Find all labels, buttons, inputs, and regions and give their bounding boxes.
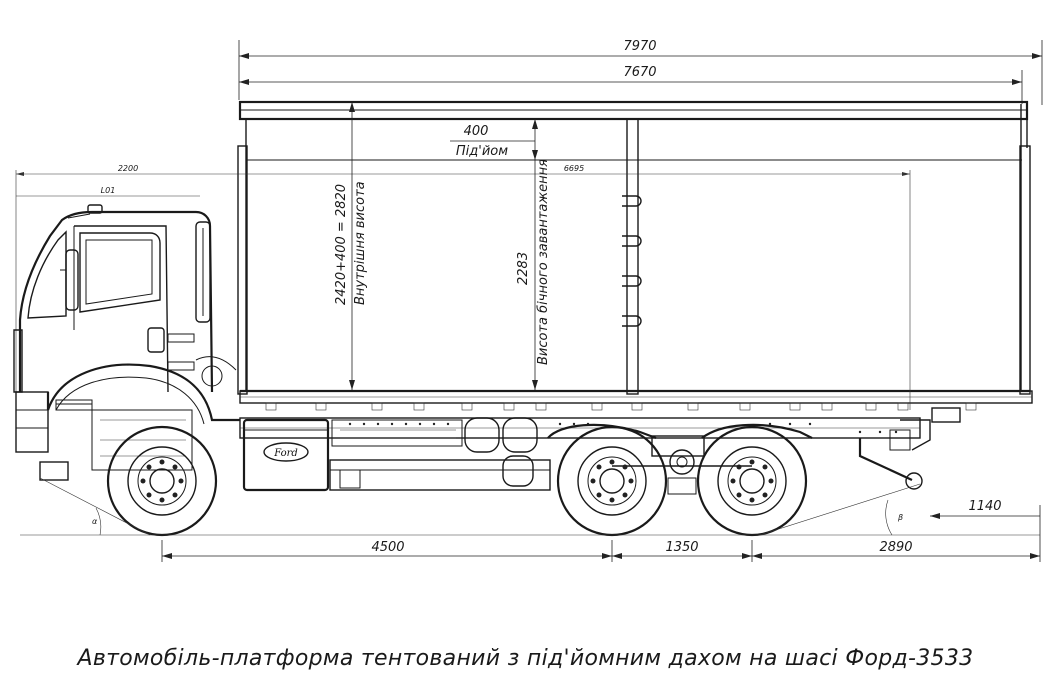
post-latches bbox=[622, 195, 642, 327]
stake-pockets bbox=[265, 402, 977, 411]
roof-lift-value: 400 bbox=[464, 124, 489, 139]
front-wheel bbox=[106, 425, 218, 537]
frame-rivets bbox=[348, 422, 898, 434]
side-height-value: 2283 bbox=[516, 252, 531, 285]
dimension-rear-height: 1140 bbox=[930, 499, 1040, 519]
inner-height-label: Внутрішня висота bbox=[353, 181, 368, 305]
rear-wheel-2 bbox=[696, 425, 808, 537]
inner-height-value: 2420+400 = 2820 bbox=[334, 184, 349, 305]
rear-height-label: 1140 bbox=[968, 499, 1001, 514]
dimension-body-length: 7670 bbox=[239, 65, 1023, 104]
front-angle-label: α bbox=[92, 517, 98, 526]
dimension-overall-length: 7970 bbox=[238, 39, 1043, 105]
truck-cab bbox=[13, 204, 240, 481]
cargo-body bbox=[237, 100, 1033, 411]
cab-label: L01 bbox=[101, 186, 116, 195]
rear-angle-label: β bbox=[897, 513, 903, 522]
cab-to-axle-label: 2200 bbox=[118, 164, 138, 173]
rear-wheel-1 bbox=[556, 425, 668, 537]
chassis-frame: Ford bbox=[239, 407, 961, 495]
drawing-caption: Автомобіль-платформа тентований з під'йо… bbox=[77, 646, 974, 671]
tandem-label: 1350 bbox=[665, 540, 698, 555]
body-length-label: 7670 bbox=[623, 65, 656, 80]
dimension-side-height: 2283 Висота бічного завантаження bbox=[516, 159, 551, 390]
roof-lift-label: Під'йом bbox=[456, 144, 508, 159]
air-tanks bbox=[464, 417, 538, 487]
dimension-bottom-chain: 4500 1350 2890 bbox=[161, 505, 1041, 562]
ford-logo: Ford bbox=[273, 448, 298, 459]
platform-length-label: 6695 bbox=[564, 164, 584, 173]
wheelbase-label: 4500 bbox=[371, 540, 404, 555]
dimension-roof-lift: 400 Під'йом bbox=[450, 119, 538, 160]
dimension-inner-height: 2420+400 = 2820 Внутрішня висота bbox=[334, 102, 368, 390]
rear-overhang-label: 2890 bbox=[879, 540, 912, 555]
overall-length-label: 7970 bbox=[623, 39, 656, 54]
dimension-reference-lines: 2200 L01 6695 bbox=[15, 164, 911, 420]
ground-and-angles: α β bbox=[20, 477, 1040, 536]
side-height-label: Висота бічного завантаження bbox=[536, 159, 551, 365]
